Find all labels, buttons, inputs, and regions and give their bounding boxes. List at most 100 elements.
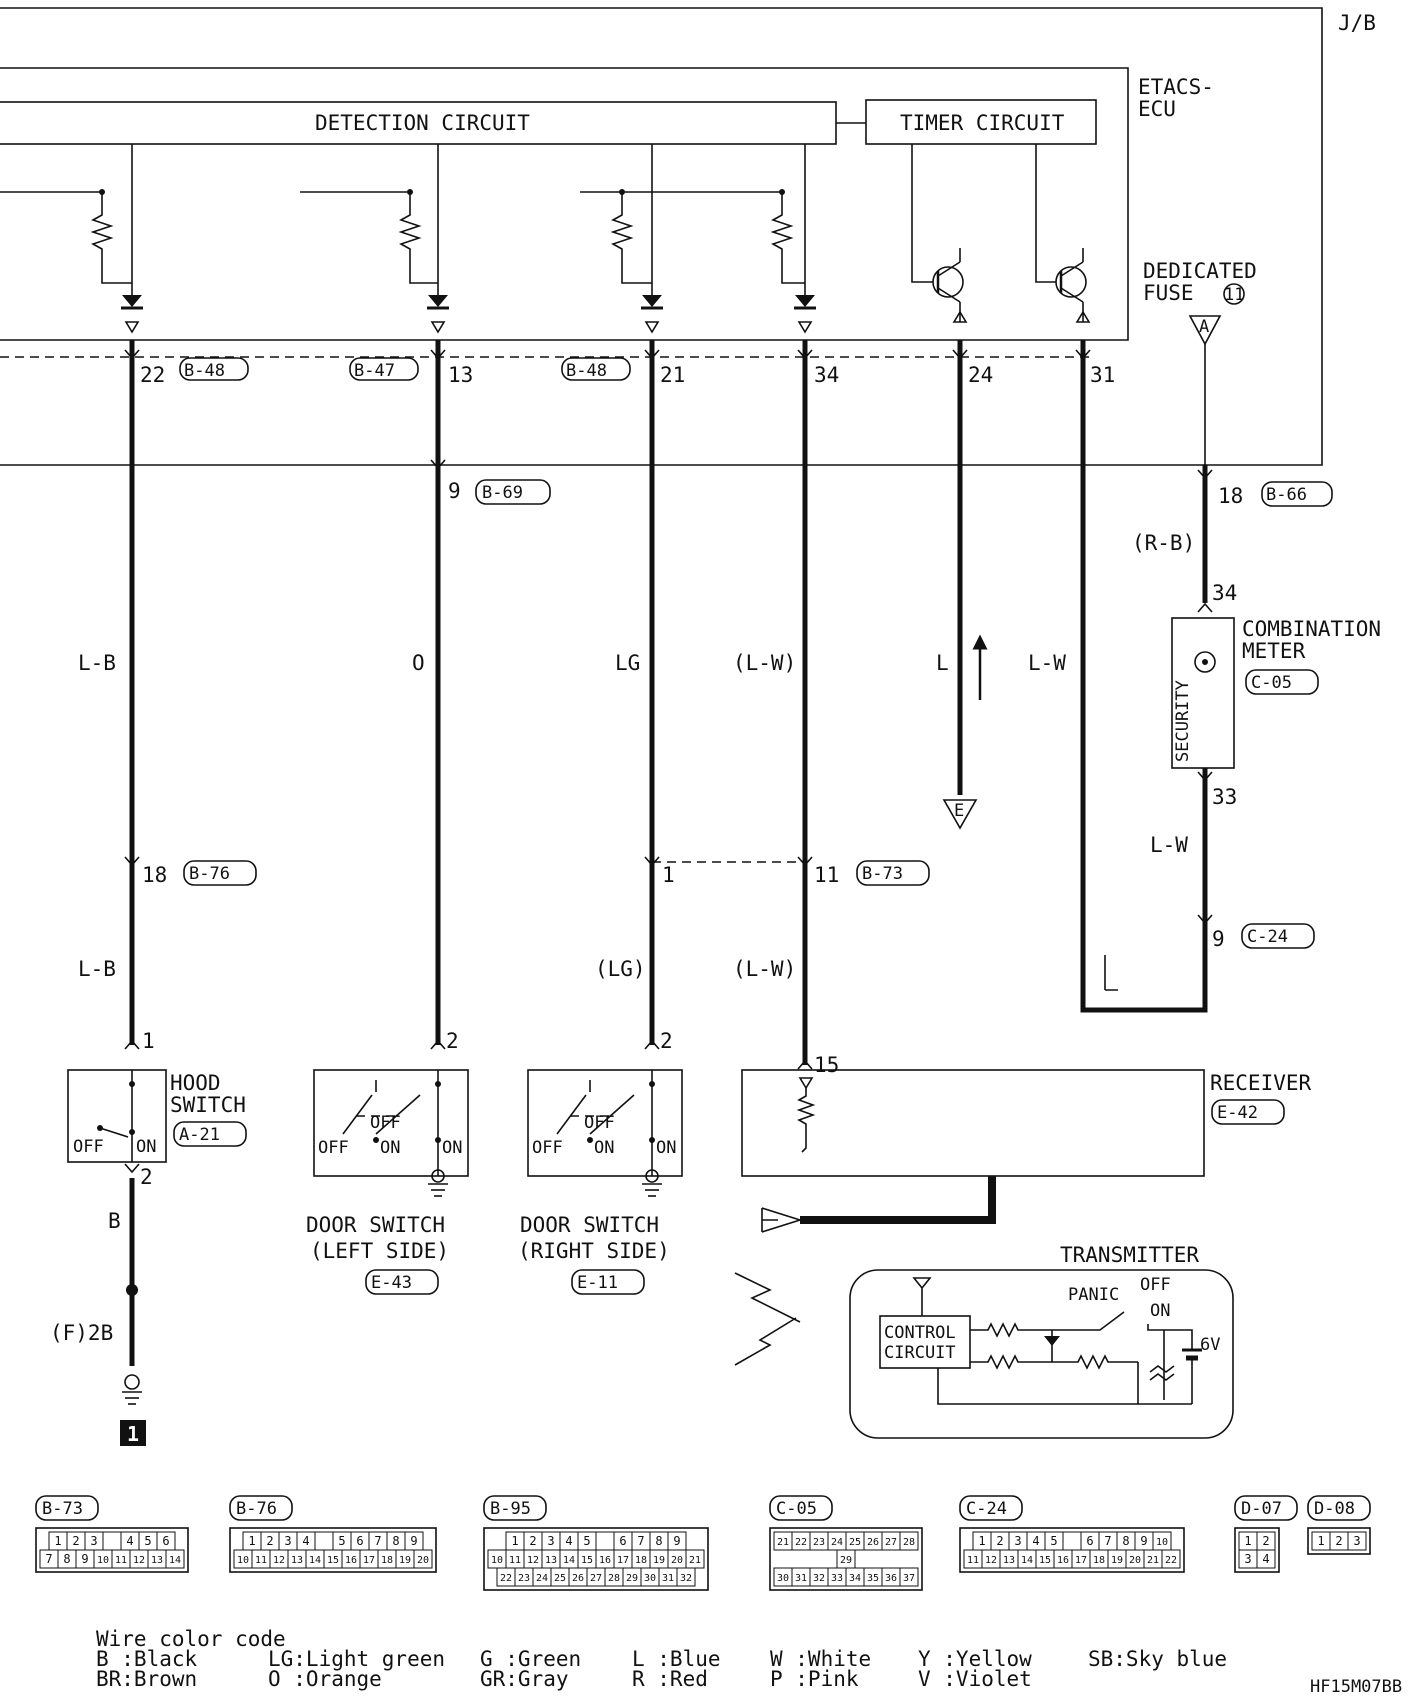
transistor-2 — [1035, 144, 1091, 323]
connector-label: A-21 — [179, 1125, 220, 1145]
wire-to-e: E — [942, 340, 988, 830]
wire-color-label: (L-W) — [733, 957, 796, 981]
legend-entry: SB:Sky blue — [1088, 1647, 1227, 1671]
ground-number: 1 — [127, 1422, 139, 1446]
connector-pin: 10 — [97, 1555, 109, 1566]
connector-pin: 4 — [1032, 1534, 1039, 1548]
connector-label: B-76 — [189, 864, 230, 884]
connector-pin: 32 — [813, 1573, 825, 1584]
connector-pin: 2 — [529, 1534, 536, 1548]
etacs-ecu: ETACS- ECU DETECTION CIRCUIT TIMER CIRCU… — [0, 67, 1214, 341]
connector-pin: 19 — [653, 1555, 665, 1566]
connector-pin: 1 — [54, 1534, 61, 1548]
transistor-1 — [911, 144, 968, 323]
connector-pin: 14 — [563, 1555, 575, 1566]
legend-entry: LG:Light green — [268, 1647, 445, 1671]
connector-pin: 12 — [527, 1555, 539, 1566]
connector-pin: 4 — [302, 1534, 309, 1548]
connector-pin: 2 — [266, 1534, 273, 1548]
connector-label: C-05 — [1251, 673, 1292, 693]
wire-color-label: L-B — [78, 957, 116, 981]
radio-signal — [734, 1272, 801, 1366]
legend-entry: R :Red — [632, 1667, 708, 1691]
door-right-off: OFF — [532, 1138, 563, 1158]
wire-hood — [124, 340, 140, 1366]
jb-pin-18: 18 — [1218, 484, 1243, 508]
ecu-pin-31: 31 — [1090, 363, 1115, 387]
connector-pin: 21 — [777, 1537, 789, 1548]
wire-receiver — [797, 340, 813, 1070]
connector-pin: 18 — [1093, 1555, 1105, 1566]
connector-pin: 16 — [345, 1555, 357, 1566]
connector-pin: 21 — [1147, 1555, 1159, 1566]
legend-entry: B :Black — [96, 1647, 198, 1671]
wire-color-label: (LG) — [595, 957, 646, 981]
connector-pin: 29 — [626, 1573, 638, 1584]
connector-pin: 27 — [590, 1573, 602, 1584]
meter-pin-out: 33 — [1212, 785, 1237, 809]
connector-label: E-11 — [577, 1273, 618, 1293]
connector-pin: 2 — [1335, 1534, 1342, 1548]
hood-name-line1: HOOD — [170, 1071, 221, 1095]
connector-pin: 20 — [1129, 1555, 1141, 1566]
connector-pin: 11 — [115, 1555, 127, 1566]
hood-name-line2: SWITCH — [170, 1093, 246, 1117]
hood-pin-1: 1 — [142, 1029, 155, 1053]
connector-pin: 2 — [996, 1534, 1003, 1548]
connector-pin: 7 — [374, 1534, 381, 1548]
connector-pin: 3 — [90, 1534, 97, 1548]
meter-name-line1: COMBINATION — [1242, 617, 1381, 641]
meter-security-label: SECURITY — [1173, 680, 1193, 762]
receiver: 15 RECEIVER E-42 — [741, 1053, 1312, 1233]
connector-pin: 28 — [903, 1537, 915, 1548]
connector-pin: 28 — [608, 1573, 620, 1584]
connector-pin: 25 — [849, 1537, 861, 1548]
connector-pin: 11 — [967, 1555, 979, 1566]
transmitter-name: TRANSMITTER — [1060, 1243, 1199, 1267]
transmitter: TRANSMITTER CONTROL CIRCUIT PANIC OFF ON… — [849, 1243, 1234, 1439]
wire-loop — [1075, 340, 1208, 1013]
connector-pin: 10 — [491, 1555, 503, 1566]
connector-pin: 31 — [795, 1573, 807, 1584]
legend-entry: Y :Yellow — [918, 1647, 1032, 1671]
connector-name: C-24 — [966, 1499, 1007, 1519]
joint-pin: 1 — [662, 863, 675, 887]
meter-pin-in: 34 — [1212, 581, 1237, 605]
connector-pin: 17 — [1075, 1555, 1087, 1566]
connector-pin: 37 — [903, 1573, 915, 1584]
connector-pin: 16 — [599, 1555, 611, 1566]
wire-color-label: L-B — [78, 651, 116, 675]
connector-pin: 19 — [399, 1555, 411, 1566]
door-left-pin: 2 — [446, 1029, 459, 1053]
dedicated-fuse: DEDICATED FUSE 11 A — [1143, 259, 1257, 475]
joint-pin: 18 — [142, 863, 167, 887]
connector-label: B-48 — [566, 361, 607, 381]
connector-pin: 12 — [273, 1555, 285, 1566]
connector-name: C-05 — [776, 1499, 817, 1519]
door-left-name-line1: DOOR SWITCH — [306, 1213, 445, 1237]
connector-pin: 12 — [985, 1555, 997, 1566]
connector-pin: 29 — [840, 1555, 852, 1566]
hood-on-label: ON — [136, 1137, 156, 1157]
battery-voltage: 6V — [1200, 1335, 1220, 1355]
transmitter-off-label: OFF — [1140, 1275, 1171, 1295]
connector-name: D-07 — [1241, 1499, 1282, 1519]
connector-pin: 18 — [635, 1555, 647, 1566]
legend-entry: BR:Brown — [96, 1667, 197, 1691]
connector-pin: 14 — [1021, 1555, 1033, 1566]
connector-name: B-95 — [490, 1499, 531, 1519]
control-circuit-label-2: CIRCUIT — [884, 1343, 956, 1363]
fuse-number: 11 — [1224, 285, 1244, 305]
connector-label: E-43 — [371, 1273, 412, 1293]
ecu-pin-22: 22 — [140, 363, 165, 387]
transmitter-on-label: ON — [1150, 1301, 1170, 1321]
door-switch-left: 2 OFF OFF ON ON DOOR SWITCH (LEFT SIDE) … — [306, 1029, 469, 1295]
connector-pin: 27 — [885, 1537, 897, 1548]
connector-pin: 17 — [363, 1555, 375, 1566]
connector-pin: 33 — [831, 1573, 843, 1584]
connector-pin: 31 — [662, 1573, 674, 1584]
connector-pin: 5 — [583, 1534, 590, 1548]
